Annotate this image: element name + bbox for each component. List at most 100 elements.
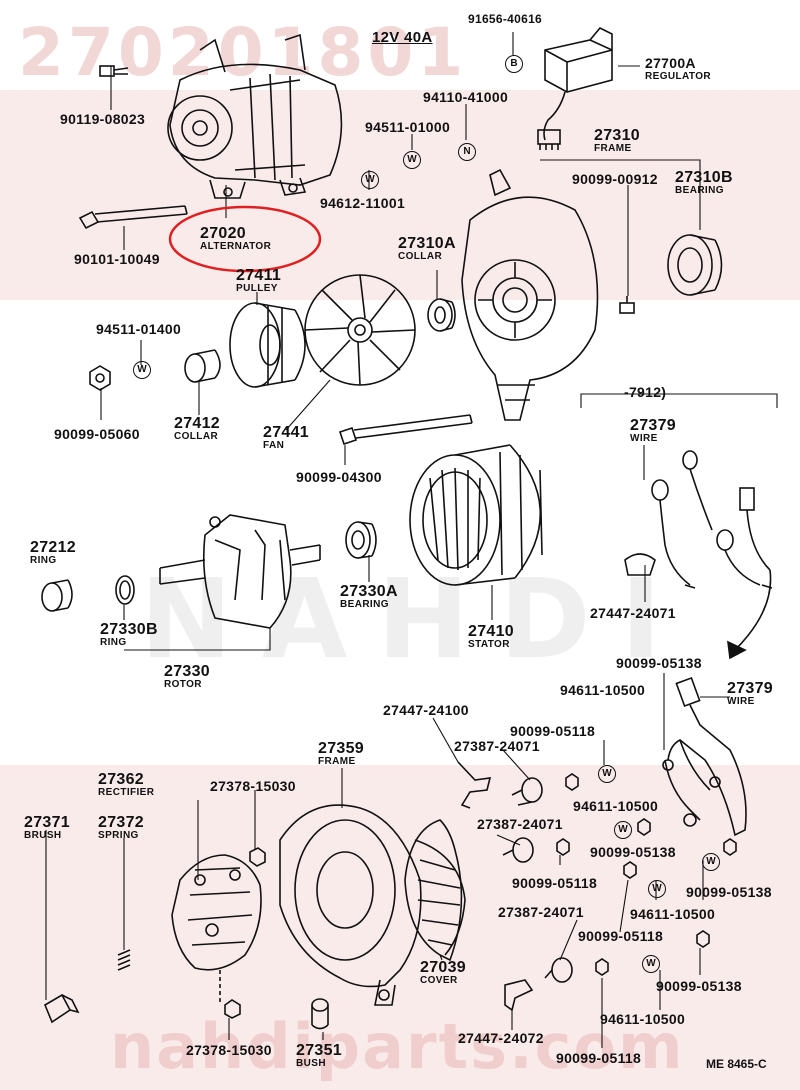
callout-27362[interactable]: 27362 [98, 771, 144, 788]
symbol-w-circle: W [642, 955, 660, 973]
callout-27330a-name: BEARING [340, 599, 389, 610]
callout-94611-10500-d[interactable]: 94611-10500 [600, 1011, 686, 1027]
symbol-w-circle: W [403, 151, 421, 169]
rotor-27330 [159, 514, 321, 629]
callout-27379-lower[interactable]: 27379 [727, 680, 773, 697]
callout-27330a[interactable]: 27330A [340, 583, 398, 600]
callout-27212[interactable]: 27212 [30, 539, 76, 556]
callout-27330-name: ROTOR [164, 679, 202, 690]
callout-90099-05138-a[interactable]: 90099-05138 [616, 655, 702, 671]
callout-27330b-name: RING [100, 637, 127, 648]
highlight-ellipse [168, 205, 322, 273]
nut-90099-05118 [623, 861, 637, 879]
cover-27039 [404, 819, 466, 962]
callout-27441-name: FAN [263, 440, 285, 451]
callout-94511-01400[interactable]: 94511-01400 [96, 321, 182, 337]
nut-27378-15030-b [224, 999, 241, 1019]
bearing-27310b [667, 234, 723, 296]
callout-94611-10500-b[interactable]: 94611-10500 [573, 798, 659, 814]
callout-90099-05138-b[interactable]: 90099-05138 [590, 844, 676, 860]
callout-27411-name: PULLEY [236, 283, 278, 294]
callout-27362-name: RECTIFIER [98, 787, 155, 798]
callout-27379-upper[interactable]: 27379 [630, 417, 676, 434]
callout-27387-24071-a[interactable]: 27387-24071 [454, 738, 540, 754]
callout-27212-name: RING [30, 555, 57, 566]
callout-27330[interactable]: 27330 [164, 663, 210, 680]
nut-90099-05138 [723, 838, 737, 856]
frame-27310 [461, 168, 599, 421]
callout-27359-name: FRAME [318, 756, 356, 767]
assembly-arrow-head [727, 640, 747, 660]
callout-90099-00912[interactable]: 90099-00912 [572, 171, 658, 187]
callout-90099-04300[interactable]: 90099-04300 [296, 469, 382, 485]
callout-27412[interactable]: 27412 [174, 415, 220, 432]
callout-27447-24100[interactable]: 27447-24100 [383, 702, 469, 718]
clip-27447-24100 [457, 761, 492, 809]
callout-27371[interactable]: 27371 [24, 814, 70, 831]
nut-90099-05138 [696, 930, 710, 948]
callout-27371-name: BRUSH [24, 830, 62, 841]
callout-94611-10500-a[interactable]: 94611-10500 [560, 682, 646, 698]
bushing-27387-24071-a [511, 777, 543, 806]
callout-90119-08023[interactable]: 90119-08023 [60, 111, 146, 127]
bush-27351 [311, 998, 329, 1030]
fan-27441 [304, 274, 416, 386]
symbol-b-circle: B [505, 55, 523, 73]
watermark-site: nahdiparts.com [110, 1010, 685, 1083]
callout-27447-24072[interactable]: 27447-24072 [458, 1030, 544, 1046]
bolt-90099-04300 [338, 414, 473, 446]
callout-27700a-name: REGULATOR [645, 71, 712, 82]
callout-27310b[interactable]: 27310B [675, 169, 733, 186]
callout-27447-24071-upper[interactable]: 27447-24071 [590, 605, 676, 621]
ring-27330b [115, 575, 135, 605]
callout-90099-05118-a[interactable]: 90099-05118 [510, 723, 596, 739]
callout-27378-15030-a[interactable]: 27378-15030 [210, 778, 296, 794]
callout-90099-05118-b[interactable]: 90099-05118 [512, 875, 598, 891]
callout-90101-10049[interactable]: 90101-10049 [74, 251, 160, 267]
watermark-brand: NAHDI [140, 555, 692, 683]
callout-91656-40616[interactable]: 91656-40616 [468, 12, 543, 26]
callout-90099-05138-c[interactable]: 90099-05138 [686, 884, 772, 900]
symbol-w-circle: W [598, 765, 616, 783]
callout-27330b[interactable]: 27330B [100, 621, 158, 638]
callout-27039-name: COVER [420, 975, 458, 986]
callout-27020[interactable]: 27020 [200, 225, 246, 242]
callout-94511-01000[interactable]: 94511-01000 [365, 119, 451, 135]
callout-94611-10500-c[interactable]: 94611-10500 [630, 906, 716, 922]
callout-27372[interactable]: 27372 [98, 814, 144, 831]
nut-90099-05118 [595, 958, 609, 976]
callout-90099-05138-d[interactable]: 90099-05138 [656, 978, 742, 994]
callout-90099-05118-c[interactable]: 90099-05118 [578, 928, 664, 944]
symbol-w-circle: W [614, 821, 632, 839]
callout-27379-upper-name: WIRE [630, 433, 658, 444]
callout-27378-15030-b[interactable]: 27378-15030 [186, 1042, 272, 1058]
figure-reference: ME 8465-C [706, 1057, 767, 1071]
nut-90099-05060 [89, 365, 111, 391]
callout-27351[interactable]: 27351 [296, 1042, 342, 1059]
callout-27359[interactable]: 27359 [318, 740, 364, 757]
nut-27378-15030-a [249, 847, 266, 867]
callout-serial-range: -7912) [624, 384, 667, 400]
callout-27310a[interactable]: 27310A [398, 235, 456, 252]
callout-94612-11001[interactable]: 94612-11001 [320, 195, 406, 211]
brush-27371 [43, 993, 80, 1024]
nut-90099-05118 [556, 838, 570, 856]
callout-27441[interactable]: 27441 [263, 424, 309, 441]
alternator-assembly [167, 33, 343, 199]
collar-27310a [427, 298, 456, 332]
bearing-27330a [345, 521, 377, 559]
stator-27410 [409, 444, 543, 586]
callout-27039[interactable]: 27039 [420, 959, 466, 976]
callout-27387-24071-c[interactable]: 27387-24071 [498, 904, 584, 920]
callout-27411[interactable]: 27411 [236, 267, 282, 284]
clip-27447-24072 [504, 979, 534, 1012]
spring-27372 [117, 949, 131, 971]
callout-90099-05118-d[interactable]: 90099-05118 [556, 1050, 642, 1066]
callout-27700a[interactable]: 27700A [645, 55, 696, 71]
callout-27387-24071-b[interactable]: 27387-24071 [477, 816, 563, 832]
callout-27310[interactable]: 27310 [594, 127, 640, 144]
callout-27410[interactable]: 27410 [468, 623, 514, 640]
callout-90099-05060[interactable]: 90099-05060 [54, 426, 140, 442]
callout-94110-41000[interactable]: 94110-41000 [423, 89, 509, 105]
